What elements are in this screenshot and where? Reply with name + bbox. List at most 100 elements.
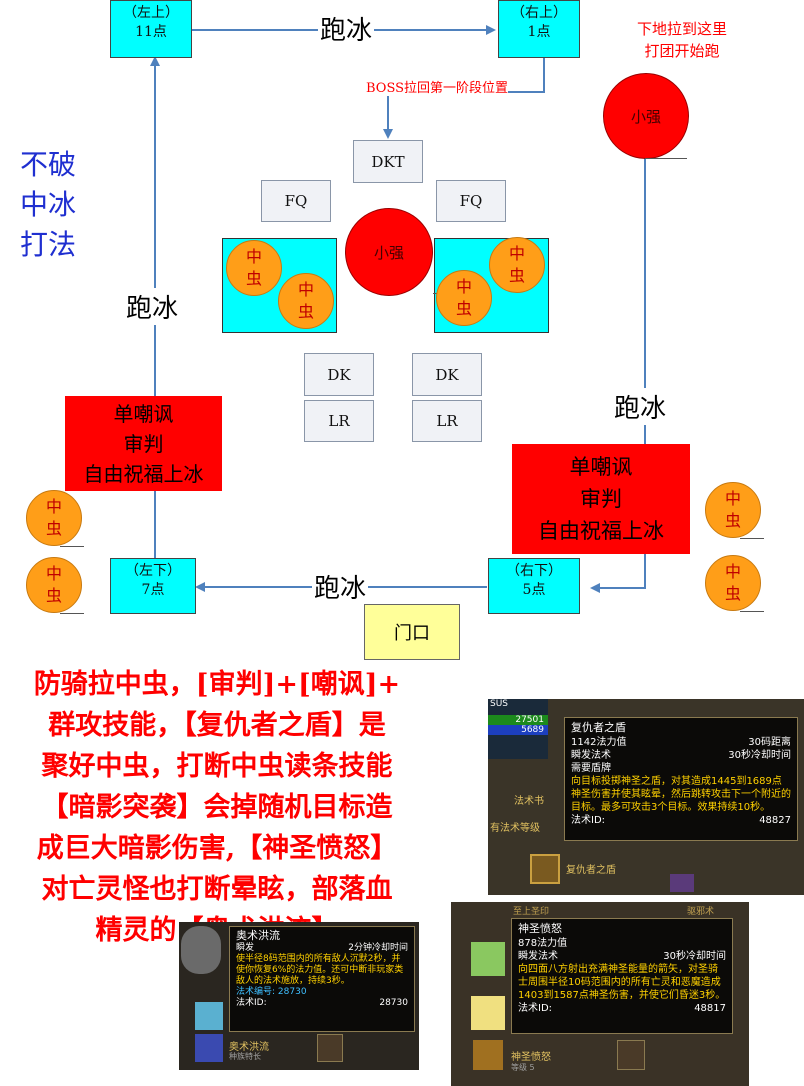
side-tab: 法术书 — [514, 796, 544, 807]
door-box: 门口 — [364, 604, 460, 660]
spell-icon[interactable] — [471, 942, 505, 976]
bug: 中虫 — [26, 490, 82, 546]
tank-line: 单嘲讽 — [569, 455, 633, 479]
spell-name: 至上圣印 — [513, 907, 550, 917]
bug-label: 中 — [297, 280, 314, 299]
role-dkt: DKT — [353, 140, 423, 183]
bug-label: 中 — [45, 497, 62, 516]
bug-label: 虫 — [45, 519, 62, 538]
role-dk-left: DK — [304, 353, 374, 396]
unit-frame: SUS 27501 5689 — [488, 699, 548, 759]
spell-name: 复仇者之盾 — [566, 865, 616, 876]
empty-slot-icon[interactable] — [317, 1034, 343, 1062]
tooltip-id-label: 法术ID: — [236, 998, 267, 1008]
run-ice-label-left: 跑冰 — [124, 288, 181, 325]
bug-label: 中 — [245, 247, 262, 266]
tooltip-cooldown: 2分钟冷却时间 — [348, 943, 408, 953]
tooltip-id: 48817 — [694, 1003, 726, 1014]
role-lr-right: LR — [412, 400, 482, 442]
corner-label: （左上） — [123, 5, 179, 21]
description-line: 聚好中虫，打断中虫读条技能 — [41, 751, 393, 782]
role-dk-right: DK — [412, 353, 482, 396]
tooltip-cost: 878法力值 — [518, 938, 568, 949]
spell-icon[interactable] — [473, 1040, 503, 1070]
bug-label: 中 — [724, 489, 741, 508]
tooltip-range: 30码距离 — [748, 737, 791, 748]
bug-label: 中 — [45, 564, 62, 583]
strategy-line: 中冰 — [20, 188, 77, 221]
tank-line: 审判 — [123, 431, 164, 456]
strategy-title: 不破 中冰 打法 — [20, 145, 76, 265]
strategy-line: 不破 — [20, 148, 77, 181]
corner-bottom-left: （左下） 7点 — [110, 558, 196, 614]
spell-name: 驱邪术 — [687, 907, 715, 917]
screenshot-avengers-shield: SUS 27501 5689 法术书 有法术等级 复仇者之盾 复仇者之盾 114… — [488, 699, 804, 895]
tooltip-num: 28730 — [277, 987, 307, 997]
strategy-line: 打法 — [20, 228, 77, 261]
description-line: 群攻技能，【复仇者之盾】是 — [48, 710, 386, 741]
bug-label: 中 — [724, 562, 741, 581]
spell-name: 奥术洪流 — [229, 1042, 269, 1053]
description-line: 【暗影突袭】会掉随机目标造 — [41, 792, 393, 823]
role-fq-left: FQ — [261, 180, 331, 222]
description-line: 对亡灵怪也打断晕眩，部落血 — [41, 874, 393, 905]
bug: 中虫 — [436, 270, 492, 326]
description-line: 成巨大暗影伤害,【神圣愤怒】 — [36, 833, 398, 864]
pull-note-line: 打团开始跑 — [644, 42, 720, 60]
bug-label: 中 — [455, 277, 472, 296]
corner-top-right: （右上） 1点 — [498, 0, 580, 58]
corner-label: 5点 — [522, 582, 546, 598]
tooltip-cooldown: 30秒冷却时间 — [663, 951, 726, 962]
bug-underline — [740, 611, 764, 612]
tooltip-title: 复仇者之盾 — [571, 721, 626, 734]
description-line: 防骑拉中虫，[审判]+[嘲讽]+ — [33, 669, 401, 700]
tooltip-cast: 瞬发法术 — [518, 951, 558, 962]
pull-note-line: 下地拉到这里 — [636, 20, 727, 38]
empty-slot-icon[interactable] — [617, 1040, 645, 1070]
tooltip-id: 28730 — [379, 998, 408, 1008]
bug: 中虫 — [705, 555, 761, 611]
tooltip-cast: 瞬发 — [236, 943, 255, 953]
arcane-torrent-icon[interactable] — [195, 1034, 223, 1062]
spellbook-icon[interactable] — [181, 926, 221, 974]
corner-label: 7点 — [141, 582, 165, 598]
spell-sub: 等级 5 — [511, 1063, 535, 1072]
spell-icon[interactable] — [195, 1002, 223, 1030]
corner-label: （右下） — [506, 563, 562, 579]
run-ice-label-right: 跑冰 — [612, 388, 669, 425]
boss-center: 小强 — [345, 208, 433, 296]
bug-label: 虫 — [297, 302, 314, 321]
spell-icon[interactable] — [670, 874, 694, 892]
corner-bottom-right: （右下） 5点 — [488, 558, 580, 614]
tooltip-desc: 向目标投掷神圣之盾，对其造成1445到1689点神圣伤害并使其眩晕，然后跳转攻击… — [571, 776, 791, 813]
bug-label: 虫 — [45, 586, 62, 605]
bug-label: 虫 — [455, 299, 472, 318]
strategy-description: 防骑拉中虫，[审判]+[嘲讽]+ 群攻技能，【复仇者之盾】是 聚好中虫，打断中虫… — [2, 664, 432, 951]
tank-box-left: 单嘲讽 审判 自由祝福上冰 — [65, 396, 222, 491]
corner-label: 1点 — [527, 24, 551, 40]
holy-wrath-icon[interactable] — [471, 996, 505, 1030]
tank-line: 自由祝福上冰 — [538, 519, 664, 543]
run-ice-label-bottom: 跑冰 — [312, 568, 369, 605]
bug: 中虫 — [489, 237, 545, 293]
boss-label: 小强 — [630, 107, 661, 126]
bug-underline — [60, 546, 84, 547]
boss-pull-underline — [645, 158, 687, 159]
bug-label: 虫 — [245, 269, 262, 288]
bug-label: 中 — [508, 244, 525, 263]
tooltip-cost: 1142法力值 — [571, 737, 627, 748]
tooltip-num-label: 法术编号: — [236, 987, 276, 997]
tooltip-desc: 向四面八方射出充满神圣能量的箭矢，对圣骑士周围半径10码范围内的所有亡灵和恶魔造… — [518, 964, 726, 1001]
tank-box-right: 单嘲讽 审判 自由祝福上冰 — [512, 444, 690, 554]
corner-label: （右上） — [511, 5, 567, 21]
tooltip-req: 需要盾牌 — [571, 763, 611, 774]
bug-underline — [740, 538, 764, 539]
run-ice-label-top: 跑冰 — [318, 10, 375, 47]
tank-line: 自由祝福上冰 — [83, 461, 204, 486]
shield-icon[interactable] — [530, 854, 560, 884]
bug-underline — [60, 613, 84, 614]
